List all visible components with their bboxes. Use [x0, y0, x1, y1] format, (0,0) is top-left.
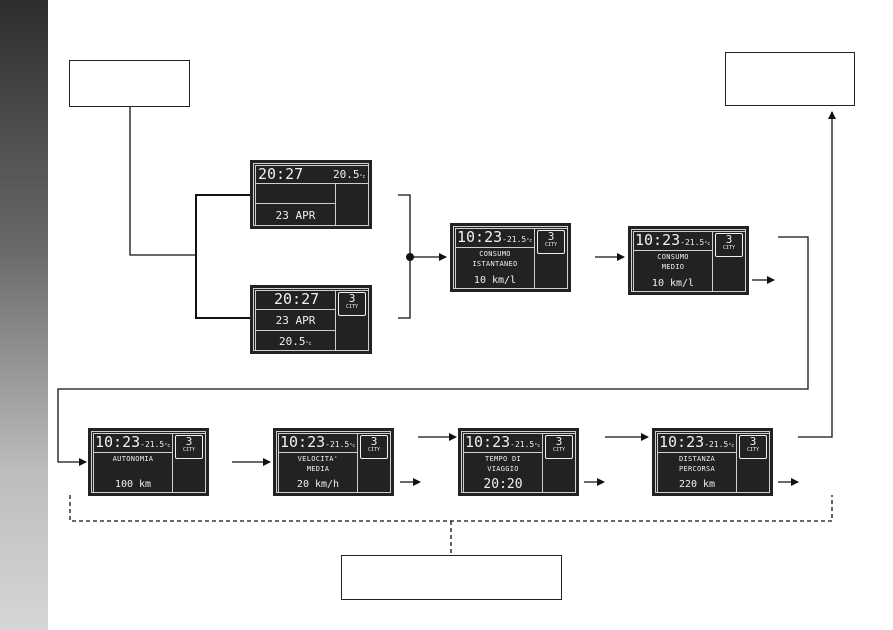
standby-display-a: 20:27 20.5°c 23 APR	[250, 160, 372, 229]
screen-temp-unit: °c	[349, 443, 356, 449]
screen-label-line1: VELOCITA'	[297, 455, 339, 463]
screen-label-line1: AUTONOMIA	[112, 455, 154, 463]
screen-temp-unit: °c	[164, 443, 171, 449]
screen-time: 10:23	[465, 433, 511, 451]
label-box-bottom	[341, 555, 562, 600]
screen-value: 100 km	[114, 479, 152, 490]
screen-value: 20 km/h	[296, 479, 340, 490]
screen-temp: -21.5	[510, 440, 535, 449]
dashed-bracket	[69, 495, 833, 522]
standby-temp: 20.5	[279, 335, 306, 348]
label-box-top-right	[725, 52, 855, 106]
junction-dot	[406, 253, 414, 261]
screen-temp-unit: °c	[728, 443, 735, 449]
screen-temp: -21.5	[140, 440, 165, 449]
temp-unit: °c	[305, 341, 312, 347]
screen-temp-unit: °c	[704, 241, 711, 247]
screen-value: 220 km	[678, 479, 716, 490]
screen-label-line1: DISTANZA	[678, 455, 716, 463]
label-box-top-left	[69, 60, 190, 107]
screen-label-line2: VIAGGIO	[487, 465, 519, 473]
arrow-to-exit-box	[798, 111, 836, 438]
screen-label-line2: MEDIO	[661, 263, 685, 271]
loop-line	[57, 236, 809, 466]
screen-time: 10:23	[659, 433, 705, 451]
standby-date: 23 APR	[275, 209, 316, 222]
branch-bracket	[195, 194, 250, 319]
connector-line	[129, 106, 196, 256]
screen-label-line1: TEMPO DI	[484, 455, 522, 463]
screen-value: 20:20	[483, 477, 523, 492]
temp-unit: °c	[359, 174, 366, 180]
screen-label-line2: PERCORSA	[678, 465, 716, 473]
side-bar	[0, 0, 48, 630]
screen-temp: -21.5	[325, 440, 350, 449]
screen-temp: -21.5	[680, 238, 705, 247]
screen-time: 10:23	[280, 433, 326, 451]
screen-value: 10 km/l	[473, 275, 517, 286]
screen-time: 10:23	[457, 228, 503, 246]
standby-temp: 20.5	[333, 168, 360, 181]
screen-time: 10:23	[635, 231, 681, 249]
screen-label-line1: CONSUMO	[657, 253, 689, 261]
screen-time: 10:23	[95, 433, 141, 451]
screen-temp: -21.5	[704, 440, 729, 449]
screen-value: 10 km/l	[651, 278, 695, 289]
screen-label-line2: ISTANTANEO	[472, 260, 518, 268]
standby-time: 20:27	[258, 165, 304, 183]
standby-date: 23 APR	[275, 314, 316, 327]
screen-temp-unit: °c	[526, 238, 533, 244]
screen-temp: -21.5	[502, 235, 527, 244]
standby-time: 20:27	[274, 290, 320, 308]
screen-temp-unit: °c	[534, 443, 541, 449]
screen-label-line1: CONSUMO	[479, 250, 511, 258]
screen-label-line2: MEDIA	[306, 465, 330, 473]
